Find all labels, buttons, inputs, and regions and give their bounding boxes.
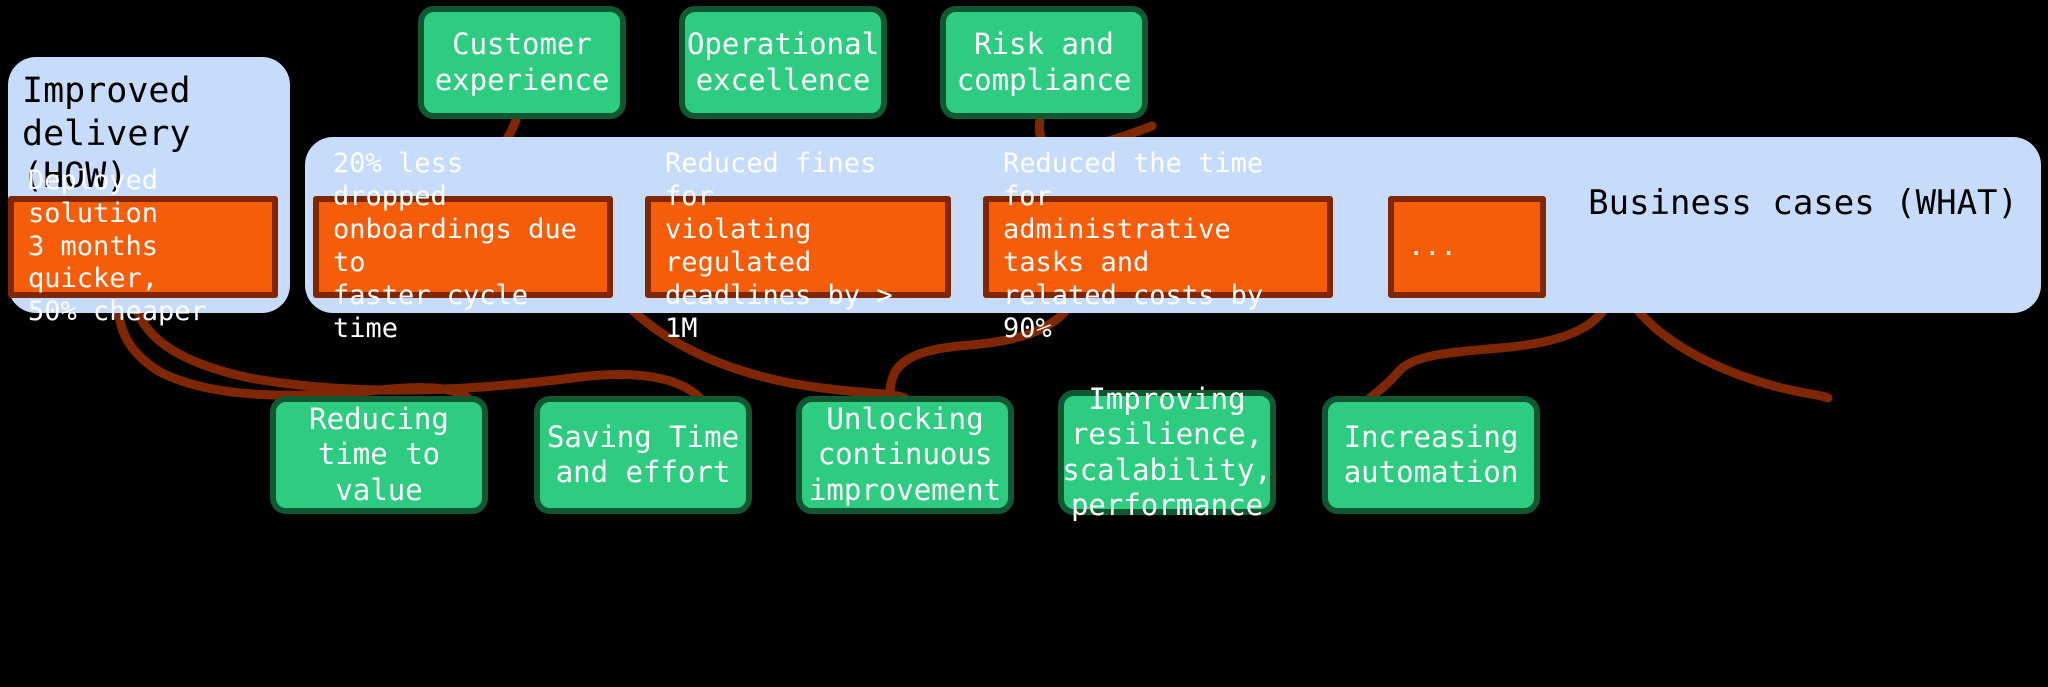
- node-customer-experience[interactable]: Customer experience: [418, 6, 626, 119]
- node-dropped-onboardings[interactable]: 20% less dropped onboardings due to fast…: [313, 148, 613, 344]
- node-reduced-fines[interactable]: Reduced fines for violating regulated de…: [645, 148, 951, 344]
- node-deployed-solution[interactable]: Deployed solution 3 months quicker, 50% …: [8, 165, 278, 327]
- node-more-business-cases-label: ...: [1408, 230, 1457, 262]
- node-increasing-automation[interactable]: Increasing automation: [1322, 396, 1540, 514]
- node-improving-resilience-label: Improving resilience, scalability, perfo…: [1062, 381, 1272, 522]
- node-more-business-cases[interactable]: ...: [1388, 196, 1546, 298]
- node-improving-resilience[interactable]: Improving resilience, scalability, perfo…: [1058, 382, 1276, 522]
- node-unlocking-continuous-improvement-label: Unlocking continuous improvement: [808, 401, 1002, 507]
- node-risk-and-compliance[interactable]: Risk and compliance: [940, 6, 1148, 119]
- node-reducing-time-to-value-label: Reducing time to value: [309, 401, 449, 507]
- node-operational-excellence[interactable]: Operational excellence: [679, 6, 887, 119]
- node-unlocking-continuous-improvement[interactable]: Unlocking continuous improvement: [796, 396, 1014, 514]
- node-operational-excellence-label: Operational excellence: [686, 27, 880, 97]
- node-increasing-automation-label: Increasing automation: [1343, 419, 1519, 489]
- edge-reduced-admin-time-to-increasing-automation: [1625, 295, 1833, 403]
- node-reduced-admin-time[interactable]: Reduced the time for administrative task…: [983, 148, 1333, 344]
- panel-business-cases-title: Business cases (WHAT): [1588, 183, 2018, 223]
- panel-improved-delivery-title: Improved delivery (HOW): [22, 71, 191, 197]
- node-deployed-solution-label: Deployed solution 3 months quicker, 50% …: [28, 164, 207, 328]
- edge-reduced-admin-time-to-improving-resilience: [1365, 293, 1615, 403]
- node-dropped-onboardings-label: 20% less dropped onboardings due to fast…: [333, 148, 577, 344]
- node-reduced-admin-time-label: Reduced the time for administrative task…: [1003, 148, 1264, 344]
- node-customer-experience-label: Customer experience: [434, 27, 610, 97]
- node-saving-time-and-effort[interactable]: Saving Time and effort: [534, 396, 752, 514]
- node-risk-and-compliance-label: Risk and compliance: [956, 27, 1132, 97]
- node-reducing-time-to-value[interactable]: Reducing time to value: [270, 396, 488, 514]
- node-saving-time-and-effort-label: Saving Time and effort: [546, 419, 740, 489]
- node-reduced-fines-label: Reduced fines for violating regulated de…: [665, 148, 893, 344]
